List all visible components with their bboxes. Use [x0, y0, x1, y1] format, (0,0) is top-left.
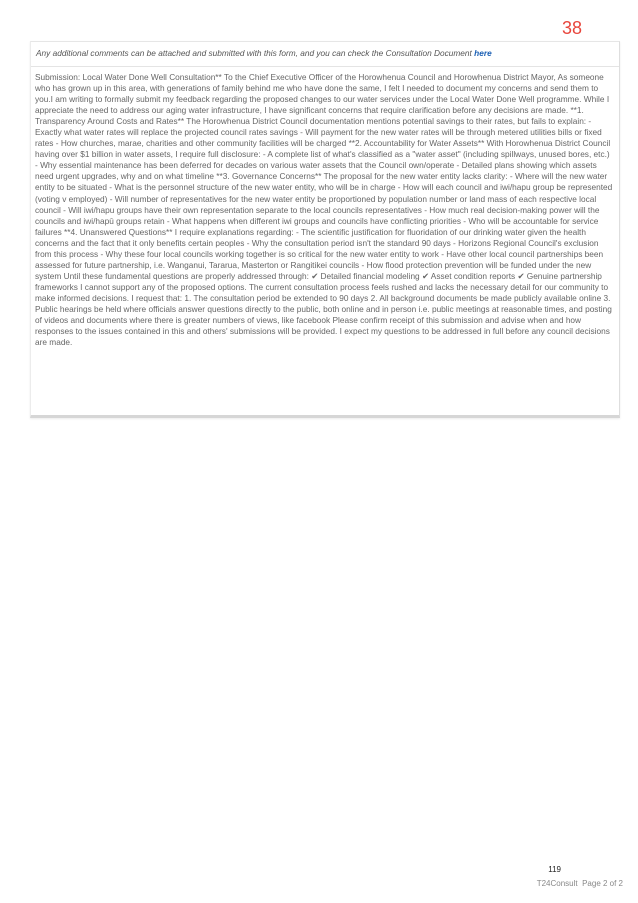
footer-source: T24Consult — [536, 879, 578, 888]
intro-text: Any additional comments can be attached … — [36, 48, 472, 58]
form-intro: Any additional comments can be attached … — [36, 48, 613, 59]
submission-text: Submission: Local Water Done Well Consul… — [35, 72, 613, 348]
consultation-document-link[interactable]: here — [474, 48, 492, 58]
submission-form-card: Any additional comments can be attached … — [30, 41, 620, 418]
footer-meta: T24Consult Page 2 of 2 — [537, 879, 623, 888]
page-number: 38 — [561, 18, 582, 38]
form-separator — [31, 66, 619, 67]
document-number: 119 — [548, 865, 561, 874]
footer-page-info: Page 2 of 2 — [582, 879, 623, 888]
